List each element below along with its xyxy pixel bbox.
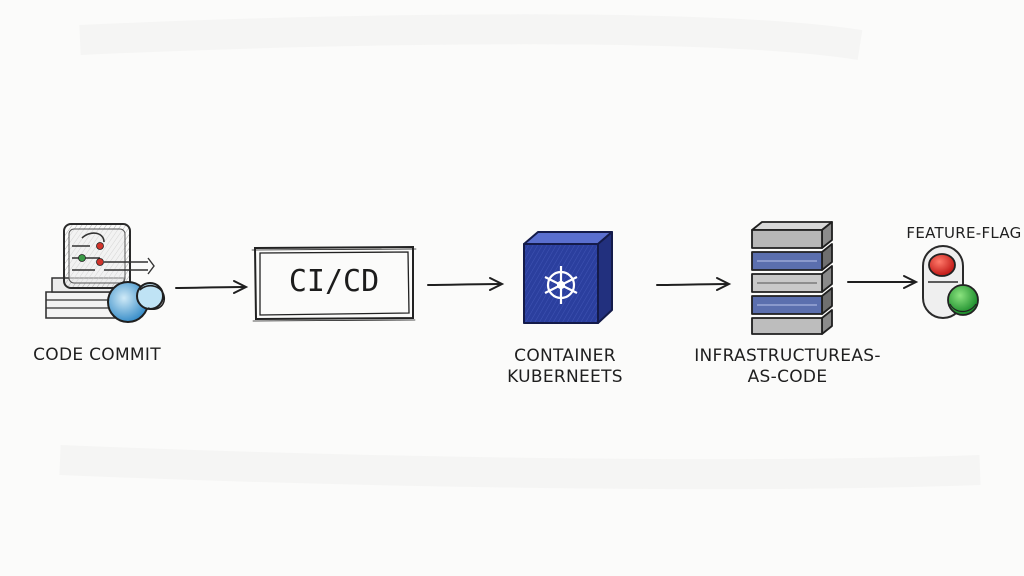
cicd-label: CI/CD bbox=[288, 263, 380, 299]
cicd-box-outline bbox=[251, 245, 417, 322]
code-commit-icon bbox=[45, 223, 166, 323]
iac-label-line2: AS-CODE bbox=[747, 367, 828, 387]
container-label-line2: KUBERNEETS bbox=[507, 367, 623, 387]
iac-label: INFRASTRUCTUREAS- AS-CODE bbox=[675, 346, 900, 388]
feature-flag-label: FEATURE-FLAG bbox=[906, 224, 1022, 242]
arrow-commit-to-cicd bbox=[175, 280, 249, 294]
iac-label-line1: INFRASTRUCTUREAS- bbox=[694, 346, 881, 366]
arrow-container-to-iac bbox=[656, 277, 732, 291]
arrow-iac-to-flag bbox=[847, 275, 919, 289]
kubernetes-cube-icon bbox=[523, 231, 613, 324]
cicd-box: CI/CD bbox=[255, 247, 413, 319]
container-label: CONTAINER KUBERNEETS bbox=[505, 346, 625, 388]
arrow-cicd-to-container bbox=[427, 277, 505, 291]
code-commit-label: CODE COMMIT bbox=[33, 345, 161, 365]
toggle-switch-icon bbox=[922, 245, 979, 319]
server-stack-icon bbox=[751, 221, 833, 335]
container-label-line1: CONTAINER bbox=[514, 346, 616, 366]
